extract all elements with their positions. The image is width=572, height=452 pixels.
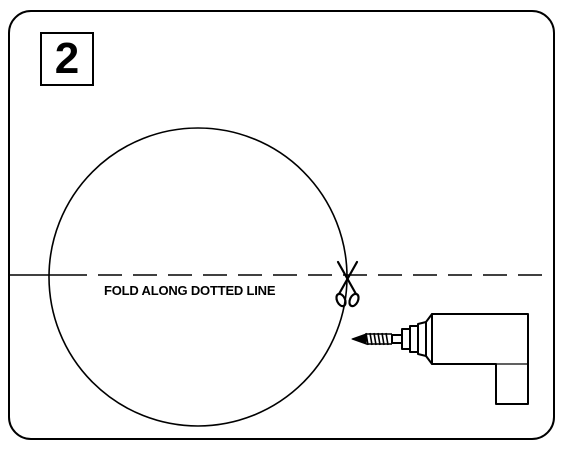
step-number: 2	[40, 32, 94, 86]
fold-instruction: FOLD ALONG DOTTED LINE	[104, 283, 276, 298]
scissors-icon	[335, 260, 360, 308]
drill-icon	[351, 313, 529, 405]
panel-frame	[8, 10, 555, 440]
cut-circle	[48, 127, 348, 427]
